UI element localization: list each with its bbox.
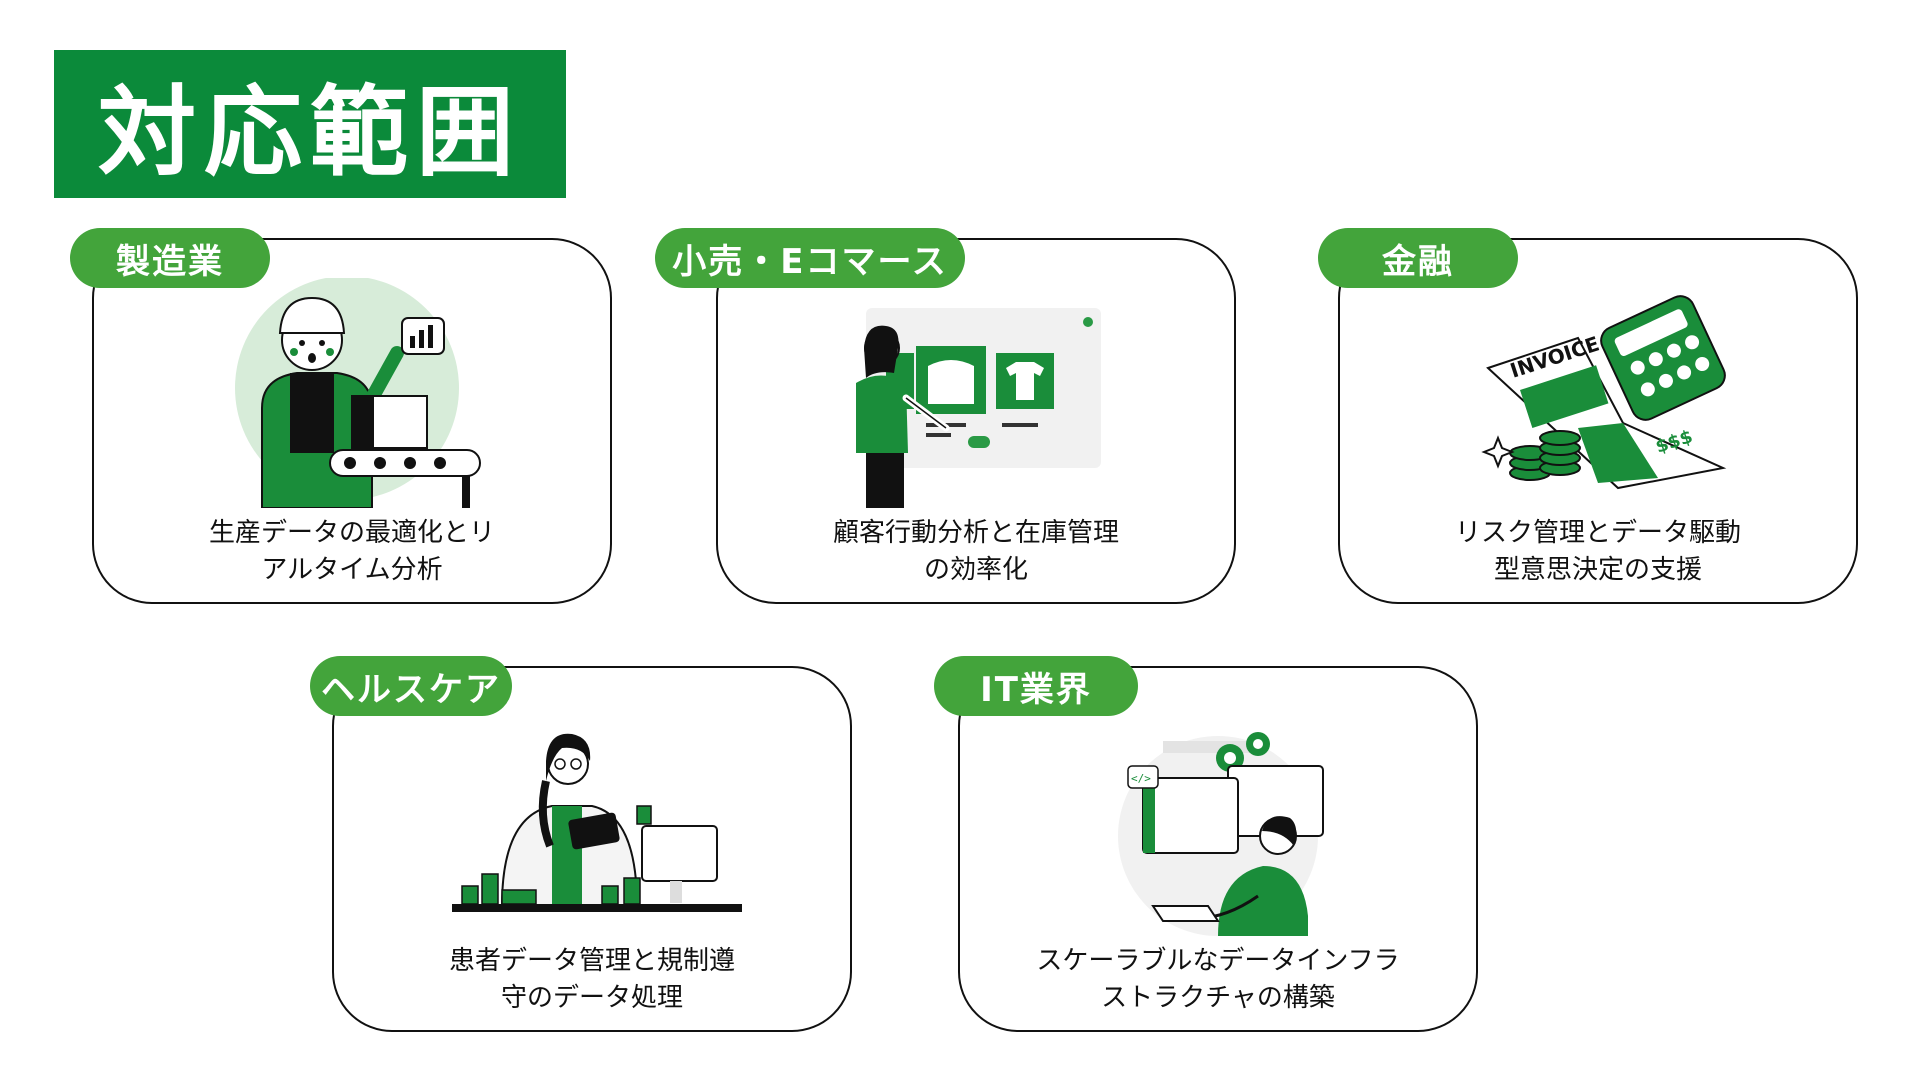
card-healthcare: 患者データ管理と規制遵 守のデータ処理: [332, 666, 852, 1032]
description-line: ストラクチャの構築: [1101, 983, 1335, 1013]
tag-label: IT業界: [980, 669, 1092, 710]
ecommerce-shop-illustration: [826, 278, 1126, 508]
tag-healthcare: ヘルスケア: [310, 656, 512, 716]
card-it: </> スケーラブルなデータインフラ ストラクチャの構築: [958, 666, 1478, 1032]
pharmacist-illustration: [442, 706, 742, 936]
card-retail: 顧客行動分析と在庫管理 の効率化: [716, 238, 1236, 604]
card-description: 生産データの最適化とリ アルタイム分析: [134, 515, 570, 589]
invoice-calculator-illustration: INVOICE $$$: [1448, 278, 1748, 508]
tag-label: 製造業: [116, 241, 224, 282]
tag-manufacturing: 製造業: [70, 228, 270, 288]
code-tag-icon: </>: [1131, 772, 1151, 785]
tag-finance: 金融: [1318, 228, 1518, 288]
card-description: 顧客行動分析と在庫管理 の効率化: [758, 515, 1194, 589]
description-line: 型意思決定の支援: [1493, 555, 1702, 585]
card-description: 患者データ管理と規制遵 守のデータ処理: [374, 943, 810, 1017]
description-line: 顧客行動分析と在庫管理: [832, 518, 1119, 548]
factory-worker-illustration: [202, 278, 502, 508]
page-title: 対応範囲: [97, 76, 522, 190]
card-finance: INVOICE $$$ リスク管理とデータ駆動 型意思決定の支援: [1338, 238, 1858, 604]
developer-workstation-illustration: </>: [1068, 706, 1368, 936]
description-line: 生産データの最適化とリ: [208, 518, 495, 548]
card-manufacturing: 生産データの最適化とリ アルタイム分析: [92, 238, 612, 604]
card-description: スケーラブルなデータインフラ ストラクチャの構築: [1000, 943, 1436, 1017]
card-description: リスク管理とデータ駆動 型意思決定の支援: [1380, 515, 1816, 589]
description-line: の効率化: [923, 555, 1028, 585]
tag-label: 小売・Eコマース: [672, 241, 948, 282]
page-title-banner: 対応範囲: [54, 50, 566, 198]
description-line: 患者データ管理と規制遵: [448, 946, 735, 976]
tag-label: 金融: [1382, 241, 1454, 282]
description-line: リスク管理とデータ駆動: [1454, 518, 1741, 548]
tag-label: ヘルスケア: [321, 669, 501, 710]
description-line: 守のデータ処理: [500, 983, 683, 1013]
description-line: スケーラブルなデータインフラ: [1036, 946, 1400, 976]
tag-it: IT業界: [934, 656, 1138, 716]
description-line: アルタイム分析: [261, 555, 443, 585]
tag-retail: 小売・Eコマース: [655, 228, 965, 288]
